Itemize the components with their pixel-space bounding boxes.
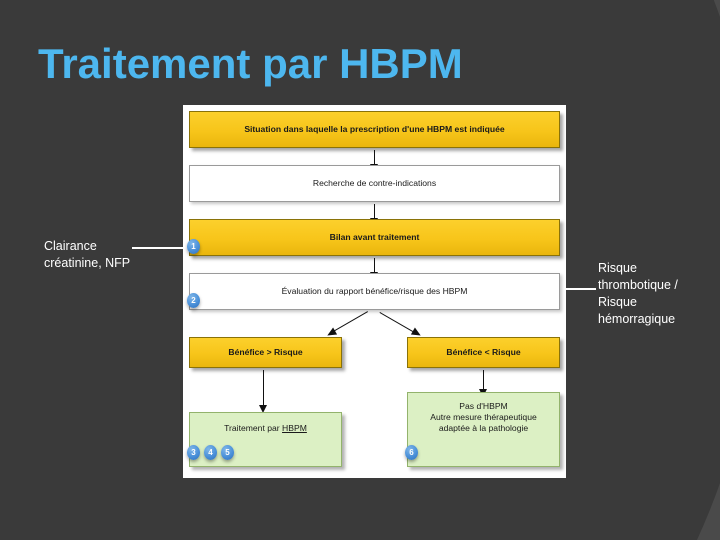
flow-node-situation[interactable]: Situation dans laquelle la prescription … — [189, 111, 560, 148]
arrow-benefice-inf-to-pas-hbpm — [479, 370, 487, 397]
arrow-benefice-sup-to-traitement — [259, 370, 267, 413]
flow-node-benefice-inferieur[interactable]: Bénéfice < Risque — [407, 337, 560, 368]
annotation-left-arrow — [132, 244, 191, 252]
flow-node-evaluation-label: Évaluation du rapport bénéfice/risque de… — [281, 286, 468, 296]
flow-node-bilan-label: Bilan avant traitement — [329, 232, 420, 242]
annotation-left-text: Clairance créatinine, NFP — [44, 239, 131, 270]
badge-1[interactable]: 1 — [187, 239, 200, 254]
page-title: Traitement par HBPM — [38, 40, 463, 87]
arrow-contre-indications-to-bilan — [370, 204, 378, 226]
flowchart-container: Situation dans laquelle la prescription … — [183, 105, 566, 478]
flow-node-benefice-inferieur-label: Bénéfice < Risque — [446, 347, 521, 357]
annotation-right-text: Risque thrombotique / Risque hémorragiqu… — [598, 261, 678, 326]
flow-node-traitement-hbpm[interactable]: Traitement par HBPM — [189, 412, 342, 467]
badge-6[interactable]: 6 — [405, 445, 418, 460]
arrow-evaluation-to-benefice-sup — [329, 311, 368, 334]
badge-5[interactable]: 5 — [221, 445, 234, 460]
flow-node-contre-indications-label: Recherche de contre-indications — [312, 178, 437, 188]
flow-node-contre-indications[interactable]: Recherche de contre-indications — [189, 165, 560, 202]
badge-4[interactable]: 4 — [204, 445, 217, 460]
flow-node-situation-label: Situation dans laquelle la prescription … — [244, 124, 505, 134]
flow-node-traitement-hbpm-label: Traitement par HBPM — [224, 423, 307, 433]
flow-node-pas-hbpm-label: Pas d'HBPM Autre mesure thérapeutique ad… — [430, 401, 537, 433]
flow-node-benefice-superieur-label: Bénéfice > Risque — [228, 347, 303, 357]
flow-node-evaluation[interactable]: Évaluation du rapport bénéfice/risque de… — [189, 273, 560, 310]
badge-3[interactable]: 3 — [187, 445, 200, 460]
badge-2[interactable]: 2 — [187, 293, 200, 308]
arrow-evaluation-to-benefice-inf — [379, 312, 419, 335]
flow-node-pas-hbpm[interactable]: Pas d'HBPM Autre mesure thérapeutique ad… — [407, 392, 560, 467]
arrow-situation-to-contre-indications — [370, 150, 378, 172]
flow-node-benefice-superieur[interactable]: Bénéfice > Risque — [189, 337, 342, 368]
flow-node-bilan[interactable]: Bilan avant traitement — [189, 219, 560, 256]
arrow-bilan-to-evaluation — [370, 258, 378, 280]
